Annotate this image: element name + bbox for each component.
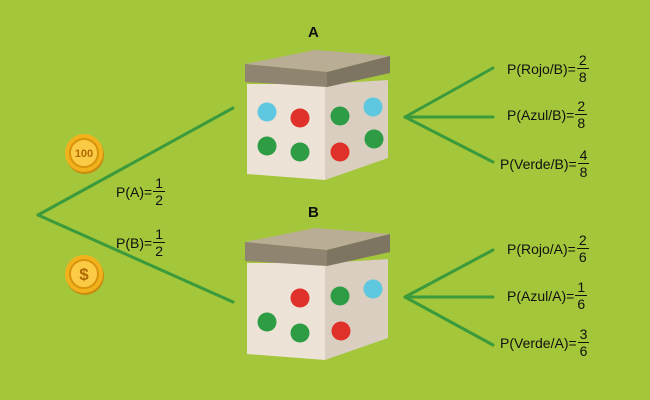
branch-a-verde (403, 115, 495, 164)
outcome-b-rojo: P(Rojo/A)= 2 6 (507, 233, 589, 264)
ball (290, 288, 310, 308)
ball (364, 129, 384, 149)
outcome-den: 6 (577, 296, 586, 312)
prob-b-text: P(B)= (116, 234, 153, 251)
outcome-label: P(Rojo/A)= (507, 240, 576, 257)
prob-a-text: P(A)= (116, 183, 153, 200)
prob-a-fraction: 1 2 (153, 176, 165, 207)
outcome-num: 3 (577, 326, 590, 343)
box-lid-front (245, 64, 327, 87)
box-lid-side (327, 234, 390, 266)
ball (330, 142, 350, 162)
outcome-fraction: 2 8 (576, 52, 589, 85)
branch-to-box-a (36, 106, 235, 217)
boxes (245, 50, 390, 360)
outcome-label: P(Verde/B)= (500, 155, 577, 172)
prob-b-den: 2 (155, 243, 163, 259)
outcome-label: P(Rojo/B)= (507, 60, 576, 77)
outcome-a-verde: P(Verde/B)= 4 8 (500, 147, 590, 180)
ball (330, 286, 350, 306)
outcome-a-rojo: P(Rojo/B)= 2 8 (507, 53, 589, 84)
outcome-a-azul: P(Azul/B)= 2 8 (507, 98, 588, 131)
outcome-fraction: 1 6 (575, 279, 588, 312)
outcome-label: P(Azul/B)= (507, 106, 575, 123)
outcome-den: 8 (577, 115, 586, 131)
box-lid-top (245, 228, 390, 250)
box-side (325, 259, 388, 360)
prob-a-den: 2 (155, 192, 163, 208)
outcome-label: P(Azul/A)= (507, 287, 575, 304)
ball (290, 108, 310, 128)
coin-inner (69, 259, 99, 289)
coin-text: 100 (75, 148, 93, 160)
coin-text: $ (79, 265, 89, 284)
box-a (245, 50, 390, 180)
ball (331, 321, 351, 341)
outcome-num: 1 (575, 279, 588, 296)
outcome-den: 6 (579, 343, 588, 359)
outcome-num: 4 (577, 147, 590, 164)
branch-b-verde (403, 295, 495, 347)
ball (363, 279, 383, 299)
branch-to-box-b (36, 213, 235, 304)
tree-branches (36, 66, 495, 347)
prob-b-label: P(B)= 1 2 (116, 227, 165, 258)
branch-b-rojo (403, 248, 495, 299)
ball (257, 312, 277, 332)
coin-dollar-icon: $ (65, 255, 104, 295)
prob-a-label: P(A)= 1 2 (116, 176, 165, 207)
box-side (325, 80, 388, 180)
outcome-fraction: 4 8 (577, 147, 590, 180)
outcome-num: 2 (576, 52, 589, 69)
box-a-title: A (308, 24, 319, 41)
branch-a-rojo (403, 66, 495, 119)
outcome-den: 6 (578, 249, 587, 265)
outcome-fraction: 2 8 (575, 98, 588, 131)
coins: 100 $ (65, 134, 104, 295)
ball (257, 102, 277, 122)
ball (290, 142, 310, 162)
outcome-num: 2 (575, 98, 588, 115)
outcome-b-verde: P(Verde/A)= 3 6 (500, 326, 590, 359)
box-lid-side (327, 56, 390, 87)
outcome-num: 2 (576, 232, 589, 249)
prob-b-num: 1 (153, 226, 165, 243)
ball (290, 323, 310, 343)
prob-a-num: 1 (153, 175, 165, 192)
outcome-b-azul: P(Azul/A)= 1 6 (507, 279, 588, 312)
box-front (247, 84, 325, 180)
box-lid-top (245, 50, 390, 72)
outcome-label: P(Verde/A)= (500, 334, 577, 351)
box-lid-front (245, 242, 327, 266)
ball (330, 106, 350, 126)
coin-inner (69, 138, 99, 168)
outcome-fraction: 3 6 (577, 326, 590, 359)
outcome-den: 8 (579, 164, 588, 180)
box-b-title: B (308, 204, 319, 221)
box-front (247, 263, 325, 360)
ball (363, 97, 383, 117)
coin-100-icon: 100 (65, 134, 104, 174)
prob-b-fraction: 1 2 (153, 227, 165, 258)
outcome-fraction: 2 6 (576, 232, 589, 265)
outcome-den: 8 (578, 69, 587, 85)
box-b (245, 228, 390, 360)
ball (257, 136, 277, 156)
